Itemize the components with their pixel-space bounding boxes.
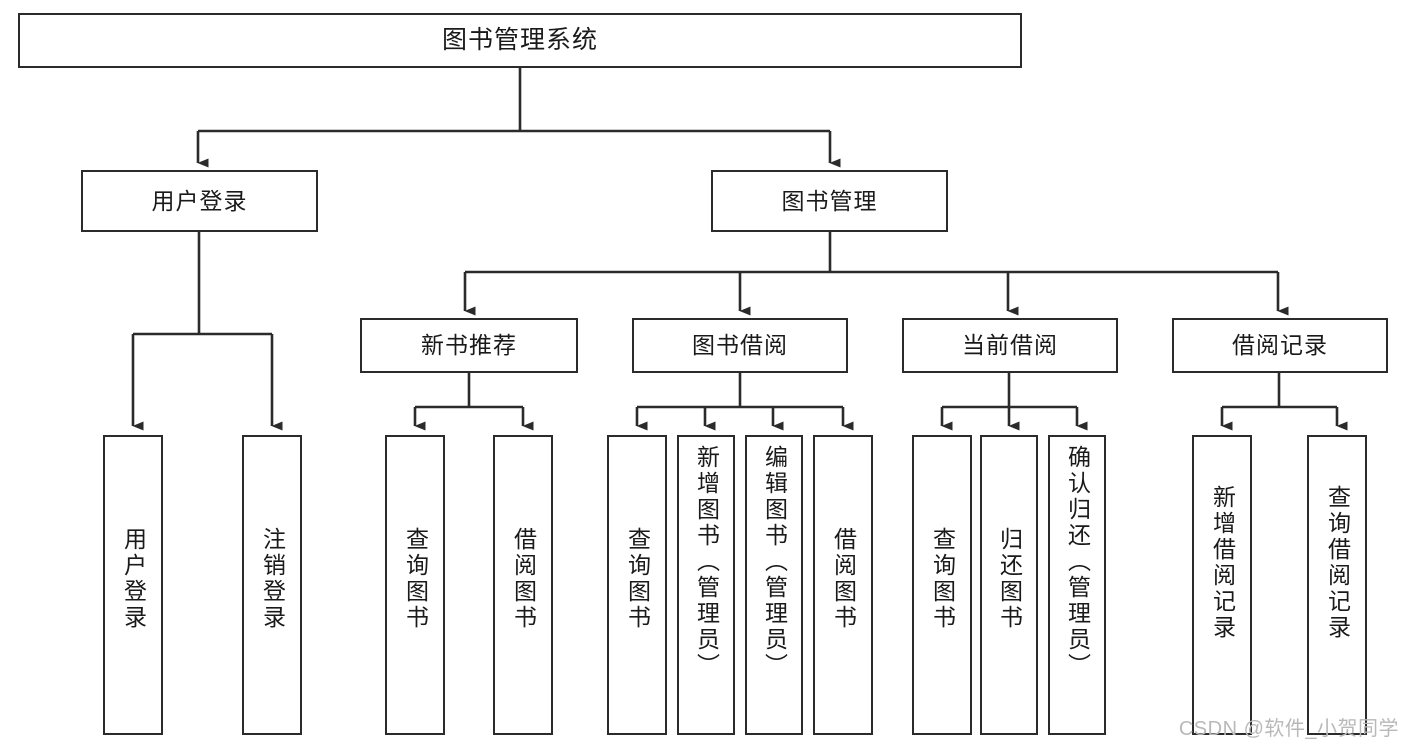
- node-book-management[interactable]: 图书管理: [711, 170, 948, 232]
- leaf-user-login-login[interactable]: 用户登录: [103, 435, 163, 735]
- node-label: 查询图书: [402, 527, 429, 631]
- node-label: 查询图书: [929, 527, 956, 631]
- leaf-current-borrow-query[interactable]: 查询图书: [912, 435, 972, 735]
- leaf-new-book-query[interactable]: 查询图书: [385, 435, 445, 735]
- node-label: 当前借阅: [962, 332, 1058, 359]
- node-label: 新书推荐: [421, 332, 517, 359]
- node-label: 借阅图书: [510, 527, 537, 631]
- node-current-borrow[interactable]: 当前借阅: [902, 318, 1118, 373]
- leaf-borrow-record-add[interactable]: 新增借阅记录: [1192, 435, 1252, 735]
- leaf-new-book-borrow[interactable]: 借阅图书: [493, 435, 553, 735]
- node-label: 查询借阅记录: [1324, 485, 1351, 641]
- node-label: 用户登录: [120, 527, 147, 631]
- node-label: 图书管理系统: [441, 26, 598, 55]
- node-label: 借阅记录: [1232, 332, 1328, 359]
- leaf-book-borrow-edit[interactable]: 编辑图书（管理员）: [745, 435, 803, 735]
- node-label: 图书借阅: [692, 332, 788, 359]
- node-label: 用户登录: [151, 187, 248, 214]
- node-label: 注销登录: [259, 527, 286, 631]
- node-label: 归还图书: [996, 527, 1023, 631]
- node-root-system[interactable]: 图书管理系统: [18, 13, 1022, 68]
- leaf-book-borrow-add[interactable]: 新增图书（管理员）: [677, 435, 735, 735]
- csdn-watermark: CSDN @软件_小贺同学: [1178, 718, 1399, 740]
- node-label: 图书管理: [781, 187, 878, 214]
- node-user-login[interactable]: 用户登录: [81, 170, 318, 232]
- leaf-user-login-logout[interactable]: 注销登录: [242, 435, 302, 735]
- leaf-borrow-record-query[interactable]: 查询借阅记录: [1307, 435, 1367, 735]
- leaf-book-borrow-query[interactable]: 查询图书: [607, 435, 667, 735]
- leaf-current-borrow-confirm[interactable]: 确认归还（管理员）: [1048, 435, 1106, 735]
- node-label: 编辑图书（管理员）: [761, 445, 788, 679]
- node-book-borrow[interactable]: 图书借阅: [632, 318, 848, 373]
- node-new-book-recommendation[interactable]: 新书推荐: [360, 318, 578, 373]
- node-label: 借阅图书: [830, 527, 857, 631]
- node-borrow-record[interactable]: 借阅记录: [1172, 318, 1388, 373]
- node-label: 新增借阅记录: [1209, 485, 1236, 641]
- leaf-current-borrow-return[interactable]: 归还图书: [980, 435, 1038, 735]
- node-label: 查询图书: [624, 527, 651, 631]
- leaf-book-borrow-borrow[interactable]: 借阅图书: [813, 435, 873, 735]
- node-label: 确认归还（管理员）: [1064, 445, 1091, 679]
- node-label: 新增图书（管理员）: [693, 445, 720, 679]
